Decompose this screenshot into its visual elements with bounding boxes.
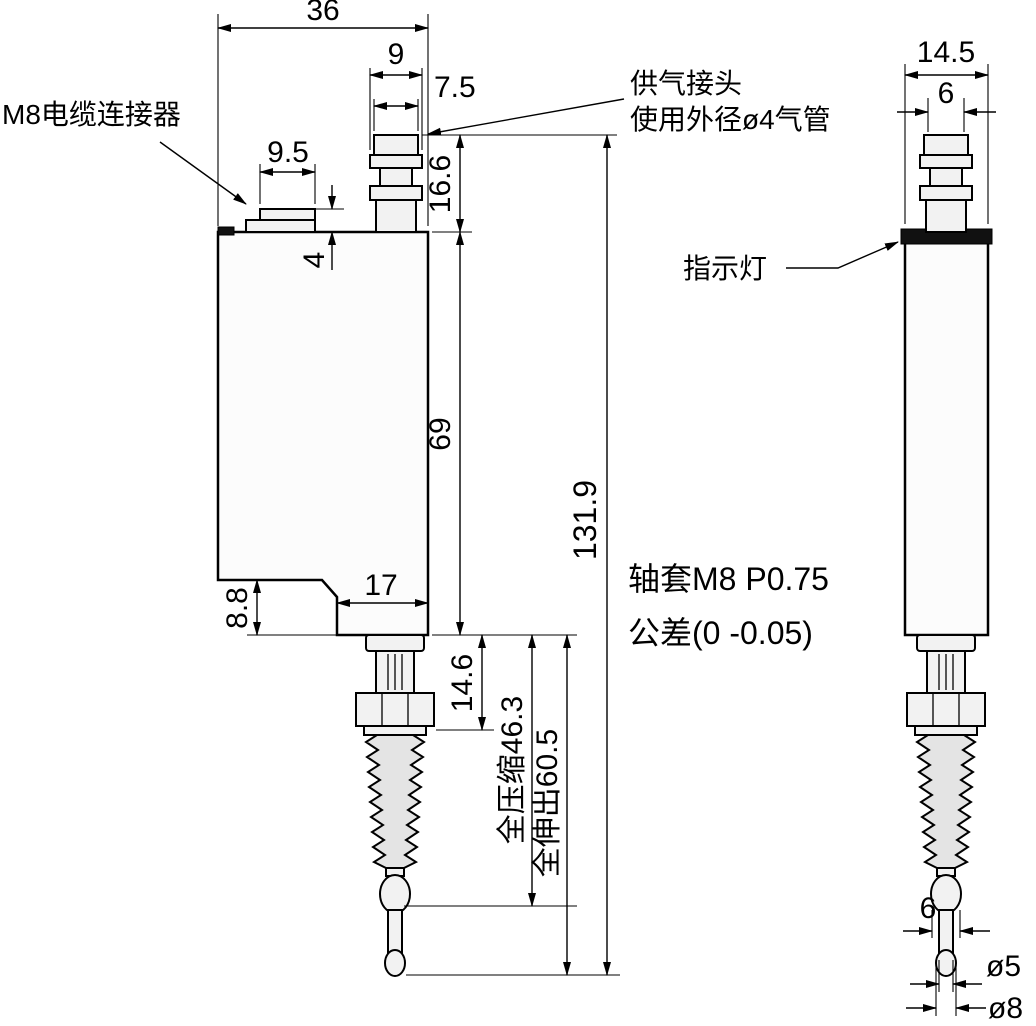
air-fitting-leader [427, 98, 625, 136]
label-bushing-spec: 轴套M8 P0.75 [628, 561, 829, 597]
label-cable-connector: M8电缆连接器 [2, 99, 181, 130]
dim-fitting-height: 16.6 [424, 155, 457, 213]
dim-body-height: 69 [424, 417, 457, 450]
side-view [900, 134, 993, 977]
dimension-lines [217, 24, 996, 1012]
dim-tip-width: 6 [920, 892, 937, 925]
dim-boss-width: 17 [364, 569, 397, 602]
label-air-fitting-1: 供气接头 [630, 68, 742, 99]
indicator-corner-mark [217, 226, 235, 236]
front-body [216, 230, 430, 637]
cable-connector-top [259, 208, 316, 221]
dim-full-extension: 全伸出60.5 [531, 729, 564, 877]
dim-step-height: 8.8 [221, 587, 254, 629]
leader-lines [159, 98, 899, 269]
indicator-leader [786, 241, 899, 269]
label-indicator-light: 指示灯 [683, 253, 767, 284]
front-view [216, 134, 435, 977]
side-body [903, 241, 990, 637]
cable-connector-base [245, 219, 316, 233]
front-air-fitting [369, 134, 423, 233]
dim-full-compression: 全压缩46.3 [496, 696, 529, 844]
dim-side-fitting-width: 6 [938, 77, 955, 110]
dim-fitting-width: 9 [388, 38, 405, 71]
dim-nut-section-height: 14.6 [446, 654, 479, 712]
label-air-fitting-2: 使用外径ø4气管 [630, 104, 831, 135]
front-probe-assembly [355, 634, 435, 977]
dim-body-width: 36 [306, 0, 339, 27]
dim-overall-height: 131.9 [567, 480, 603, 560]
dim-cap-diameter: ø8 [988, 992, 1023, 1025]
dim-fitting-tip-width: 7.5 [434, 71, 476, 104]
side-air-fitting [919, 134, 973, 233]
dim-side-body-width: 14.5 [917, 36, 975, 69]
dim-rod-diameter: ø5 [986, 950, 1021, 983]
label-tolerance: 公差(0 -0.05) [628, 615, 813, 651]
cable-connector-leader [159, 141, 247, 205]
dim-connector-height: 4 [298, 252, 331, 269]
dim-connector-width: 9.5 [267, 136, 309, 169]
